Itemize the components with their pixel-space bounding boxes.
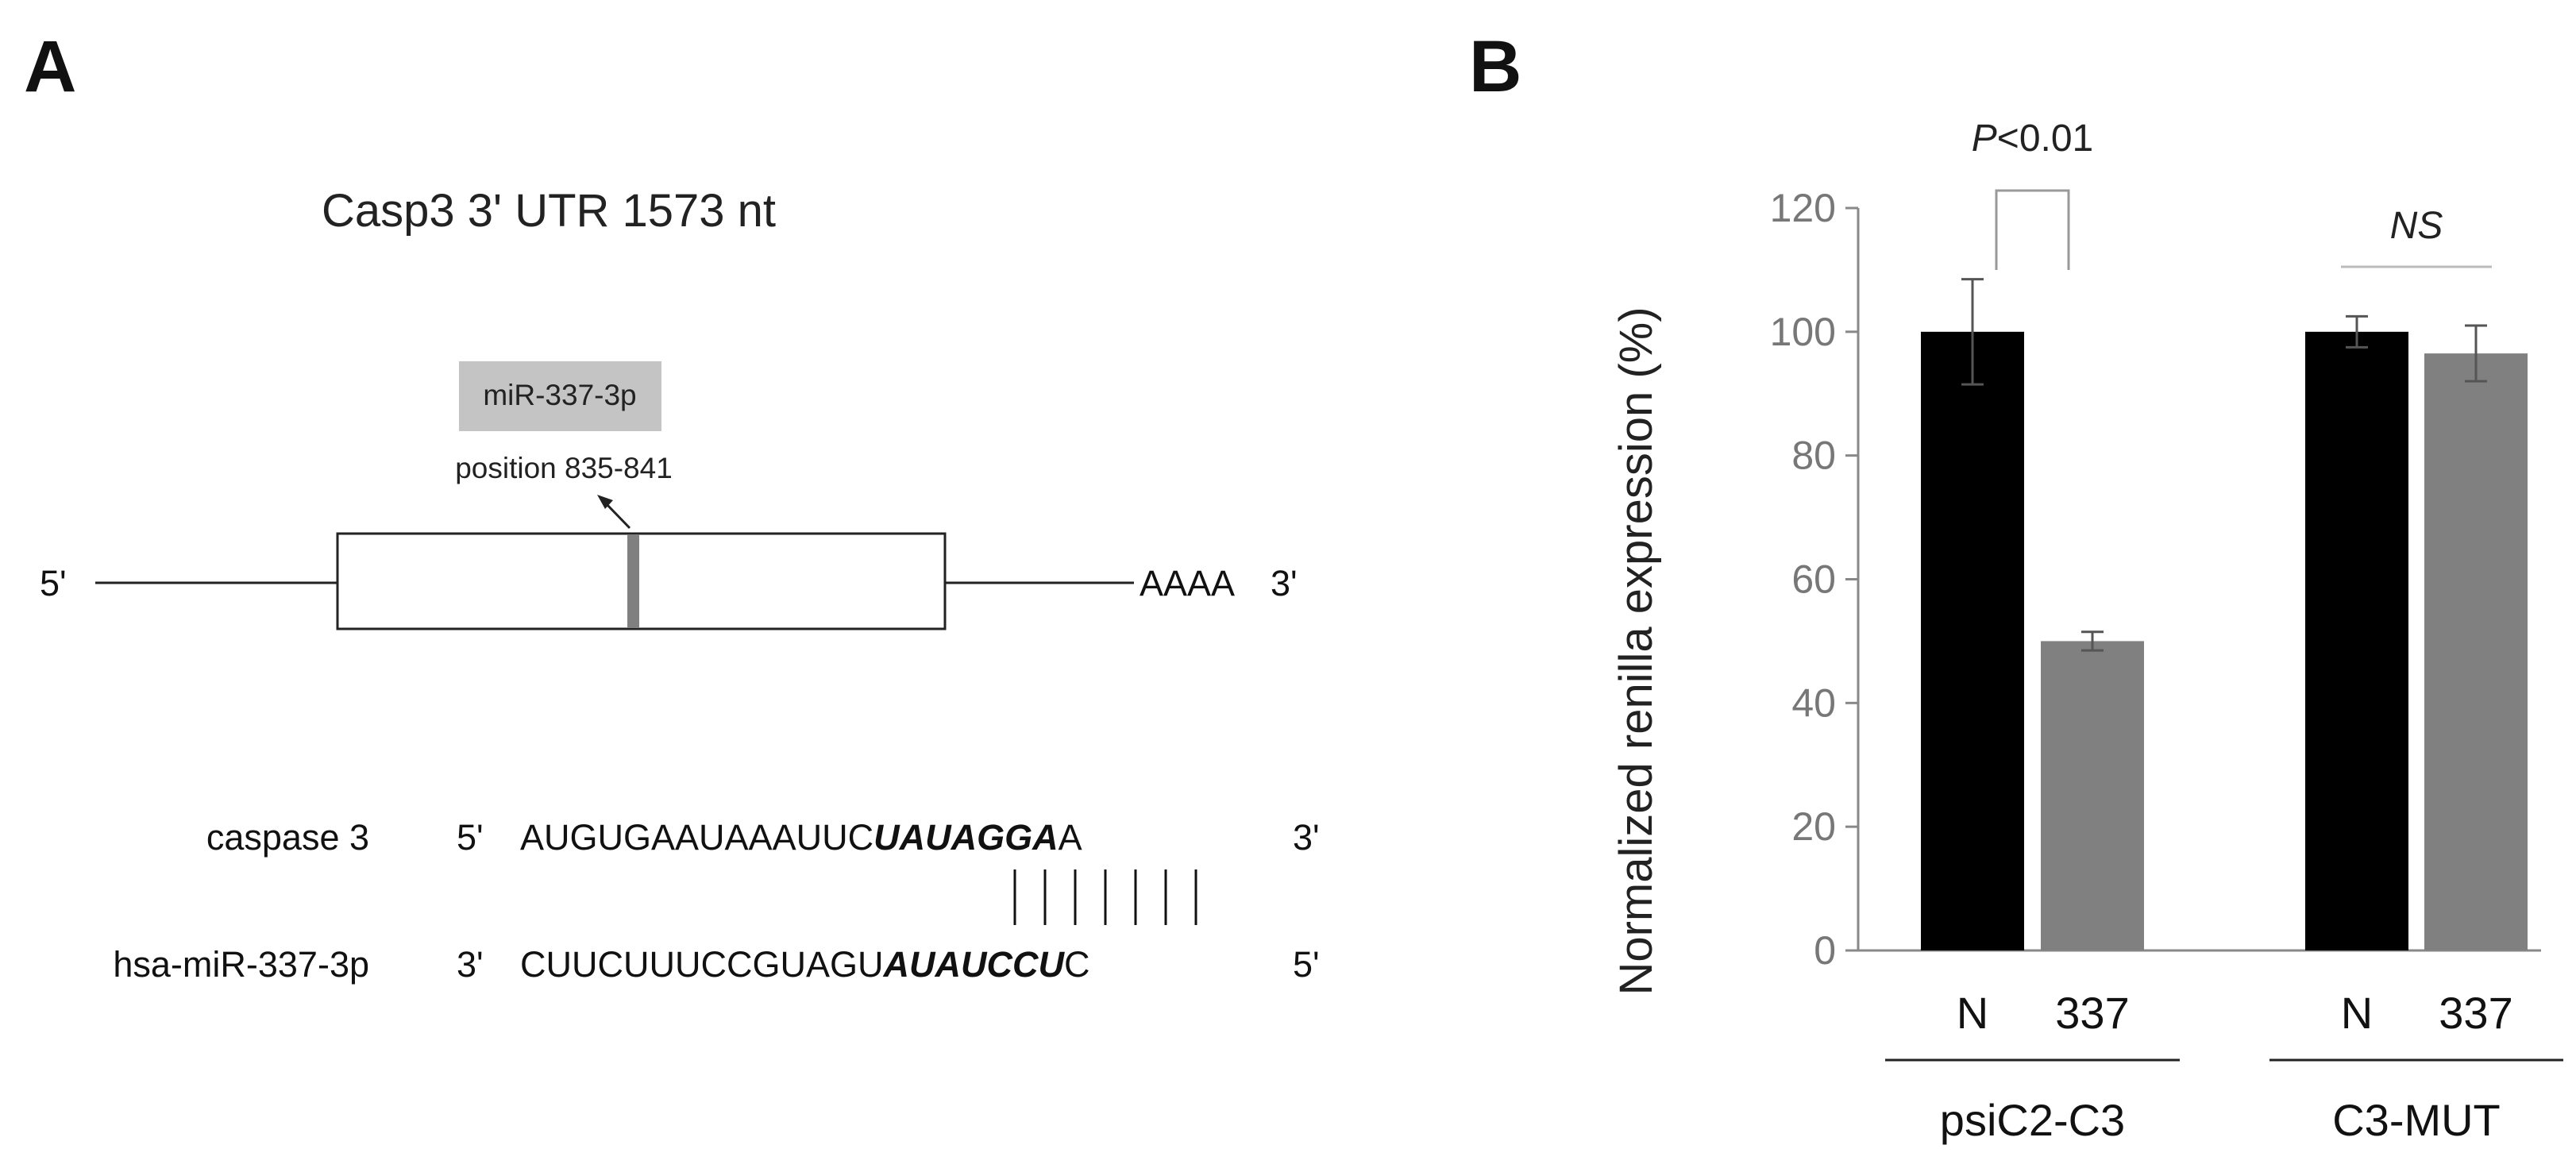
three-prime-end: 3' <box>1271 563 1298 603</box>
caspase3-name: caspase 3 <box>206 817 369 858</box>
mirna-sequence: CUUCUUUCCGUAGUAUAUCCUC <box>520 944 1089 985</box>
site-arrow-head <box>597 495 613 509</box>
mirna-right-end: 5' <box>1293 944 1320 985</box>
base-pair-lines <box>1013 869 1197 925</box>
y-tick-label: 80 <box>1791 434 1836 478</box>
binding-site-mark <box>627 534 639 628</box>
bar <box>2305 331 2408 950</box>
caspase3-left-end: 5' <box>457 817 484 858</box>
x-tick-label: N <box>1957 988 1988 1038</box>
bar <box>2424 353 2528 951</box>
bar <box>2041 641 2144 950</box>
group-label: psiC2-C3 <box>1940 1095 2125 1145</box>
mirna-left-end: 3' <box>457 944 484 985</box>
caspase3-seq-seed: UAUAGGA <box>873 817 1059 858</box>
panel-a-letter: A <box>24 26 76 107</box>
caspase3-seq-tail: A <box>1059 817 1082 858</box>
position-label: position 835-841 <box>455 452 673 484</box>
significance-bracket <box>1995 189 2070 270</box>
utr-title: Casp3 3' UTR 1573 nt <box>322 185 776 237</box>
p-threshold: <0.01 <box>1997 118 2093 160</box>
y-tick-label: 40 <box>1791 680 1836 725</box>
ns-label: NS <box>2390 205 2443 247</box>
five-prime-end: 5' <box>40 563 67 603</box>
mirna-site-label: miR-337-3p <box>483 379 636 411</box>
y-tick-label: 60 <box>1791 557 1836 602</box>
bar <box>1921 331 2024 950</box>
p-letter: P <box>1972 118 1997 160</box>
caspase3-right-end: 3' <box>1293 817 1320 858</box>
y-axis-label: Normalized renilla expression (%) <box>1610 306 1662 995</box>
utr-box <box>336 532 947 630</box>
x-tick-label: 337 <box>2439 988 2512 1038</box>
y-tick-label: 100 <box>1770 310 1836 354</box>
caspase3-sequence: AUGUGAAUAAAUUCUAUAGGAA <box>520 817 1082 858</box>
p-value-label: P<0.01 <box>1972 118 2093 160</box>
y-tick-label: 0 <box>1814 928 1836 973</box>
site-arrow-line <box>604 501 631 530</box>
mirna-site-box <box>459 361 661 431</box>
poly-a-tail: AAAA <box>1140 563 1235 603</box>
panel-b-letter: B <box>1469 26 1521 107</box>
caspase3-seq-plain: AUGUGAAUAAAUUC <box>520 817 873 858</box>
y-tick-label: 20 <box>1791 804 1836 849</box>
y-tick-label: 120 <box>1770 186 1836 230</box>
group-label: C3-MUT <box>2332 1095 2501 1145</box>
mirna-seq-tail: C <box>1064 944 1090 985</box>
mirna-seq-seed: AUAUCCU <box>883 944 1066 985</box>
mirna-seq-plain: CUUCUUUCCGUAGU <box>520 944 884 985</box>
x-tick-label: 337 <box>2055 988 2129 1038</box>
mirna-name: hsa-miR-337-3p <box>113 944 369 985</box>
x-tick-label: N <box>2341 988 2373 1038</box>
